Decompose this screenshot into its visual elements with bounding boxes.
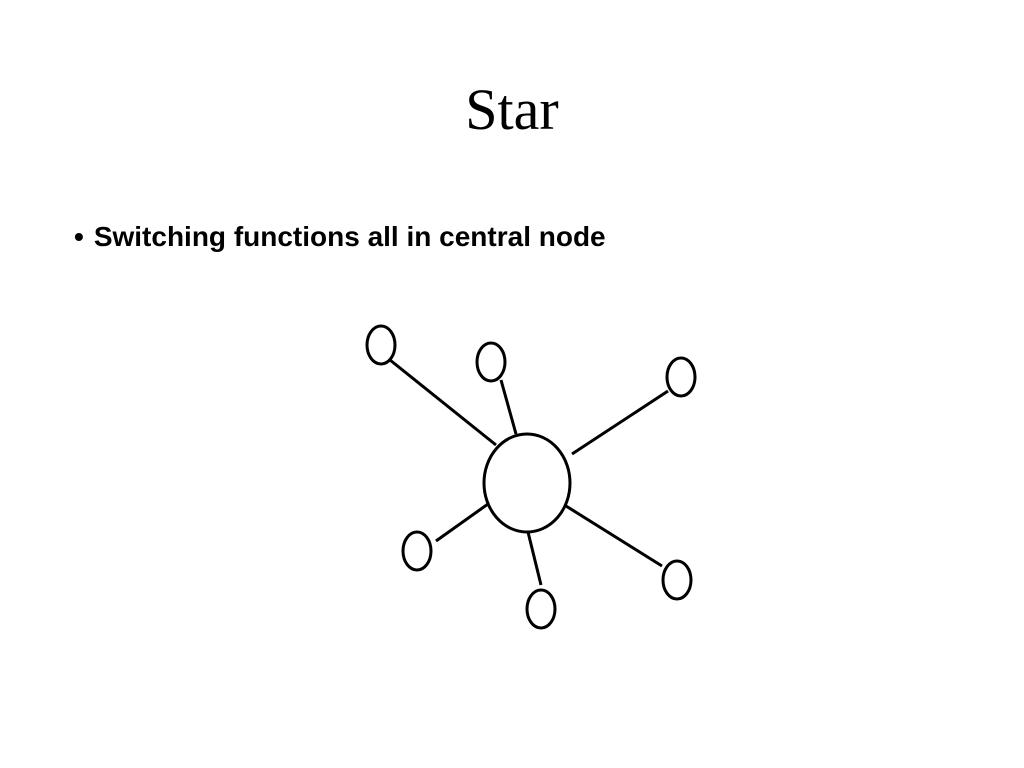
- link-outer-node-bottom-right: [565, 504, 663, 568]
- link-outer-node-bottom-left: [435, 502, 489, 543]
- diagram-layer: [365, 324, 697, 630]
- bullet-list: • Switching functions all in central node: [74, 218, 606, 256]
- bullet-marker: •: [74, 221, 84, 252]
- link-outer-node-top-center: [499, 379, 518, 435]
- outer-node-bottom-center: [525, 588, 557, 630]
- central-node: [482, 432, 572, 534]
- bullet-text: Switching functions all in central node: [93, 221, 606, 252]
- link-outer-node-top-right: [571, 389, 669, 456]
- outer-node-bottom-right: [661, 559, 693, 601]
- outer-node-top-center: [475, 341, 507, 383]
- outer-node-top-left: [365, 324, 397, 366]
- outer-node-top-right: [665, 356, 697, 398]
- outer-node-bottom-left: [401, 530, 433, 572]
- link-outer-node-bottom-center: [526, 531, 543, 586]
- slide-title: Star: [465, 77, 559, 142]
- link-outer-node-top-left: [389, 358, 497, 447]
- bullet-item: • Switching functions all in central node: [74, 218, 606, 256]
